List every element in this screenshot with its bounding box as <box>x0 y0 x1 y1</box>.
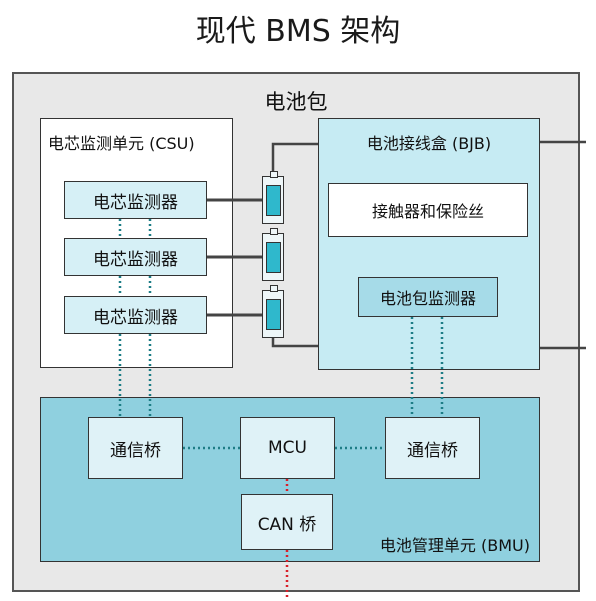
csu-label: 电芯监测单元 (CSU) <box>48 134 195 153</box>
bmu-label: 电池管理单元 (BMU) <box>379 536 530 555</box>
bjb-label: 电池接线盒 (BJB) <box>366 134 492 153</box>
battery-pack-label: 电池包 <box>264 90 328 114</box>
battery-cell-2 <box>262 228 284 281</box>
cell-monitor-1: 电芯监测器 <box>64 181 207 219</box>
contactor-and-fuse-box: 接触器和保险丝 <box>328 183 528 237</box>
comm-bridge-left: 通信桥 <box>88 417 183 479</box>
battery-cell-3 <box>262 285 284 338</box>
mcu-box: MCU <box>240 417 335 479</box>
can-bridge-box: CAN 桥 <box>241 494 333 550</box>
battery-cell-1 <box>262 171 284 224</box>
pack-monitor-box: 电池包监测器 <box>358 277 498 317</box>
comm-bridge-right: 通信桥 <box>385 417 480 479</box>
battery-junction-box <box>318 118 540 370</box>
diagram-title: 现代 BMS 架构 <box>195 14 401 49</box>
cell-monitor-2: 电芯监测器 <box>64 238 207 276</box>
cell-monitor-3: 电芯监测器 <box>64 296 207 334</box>
